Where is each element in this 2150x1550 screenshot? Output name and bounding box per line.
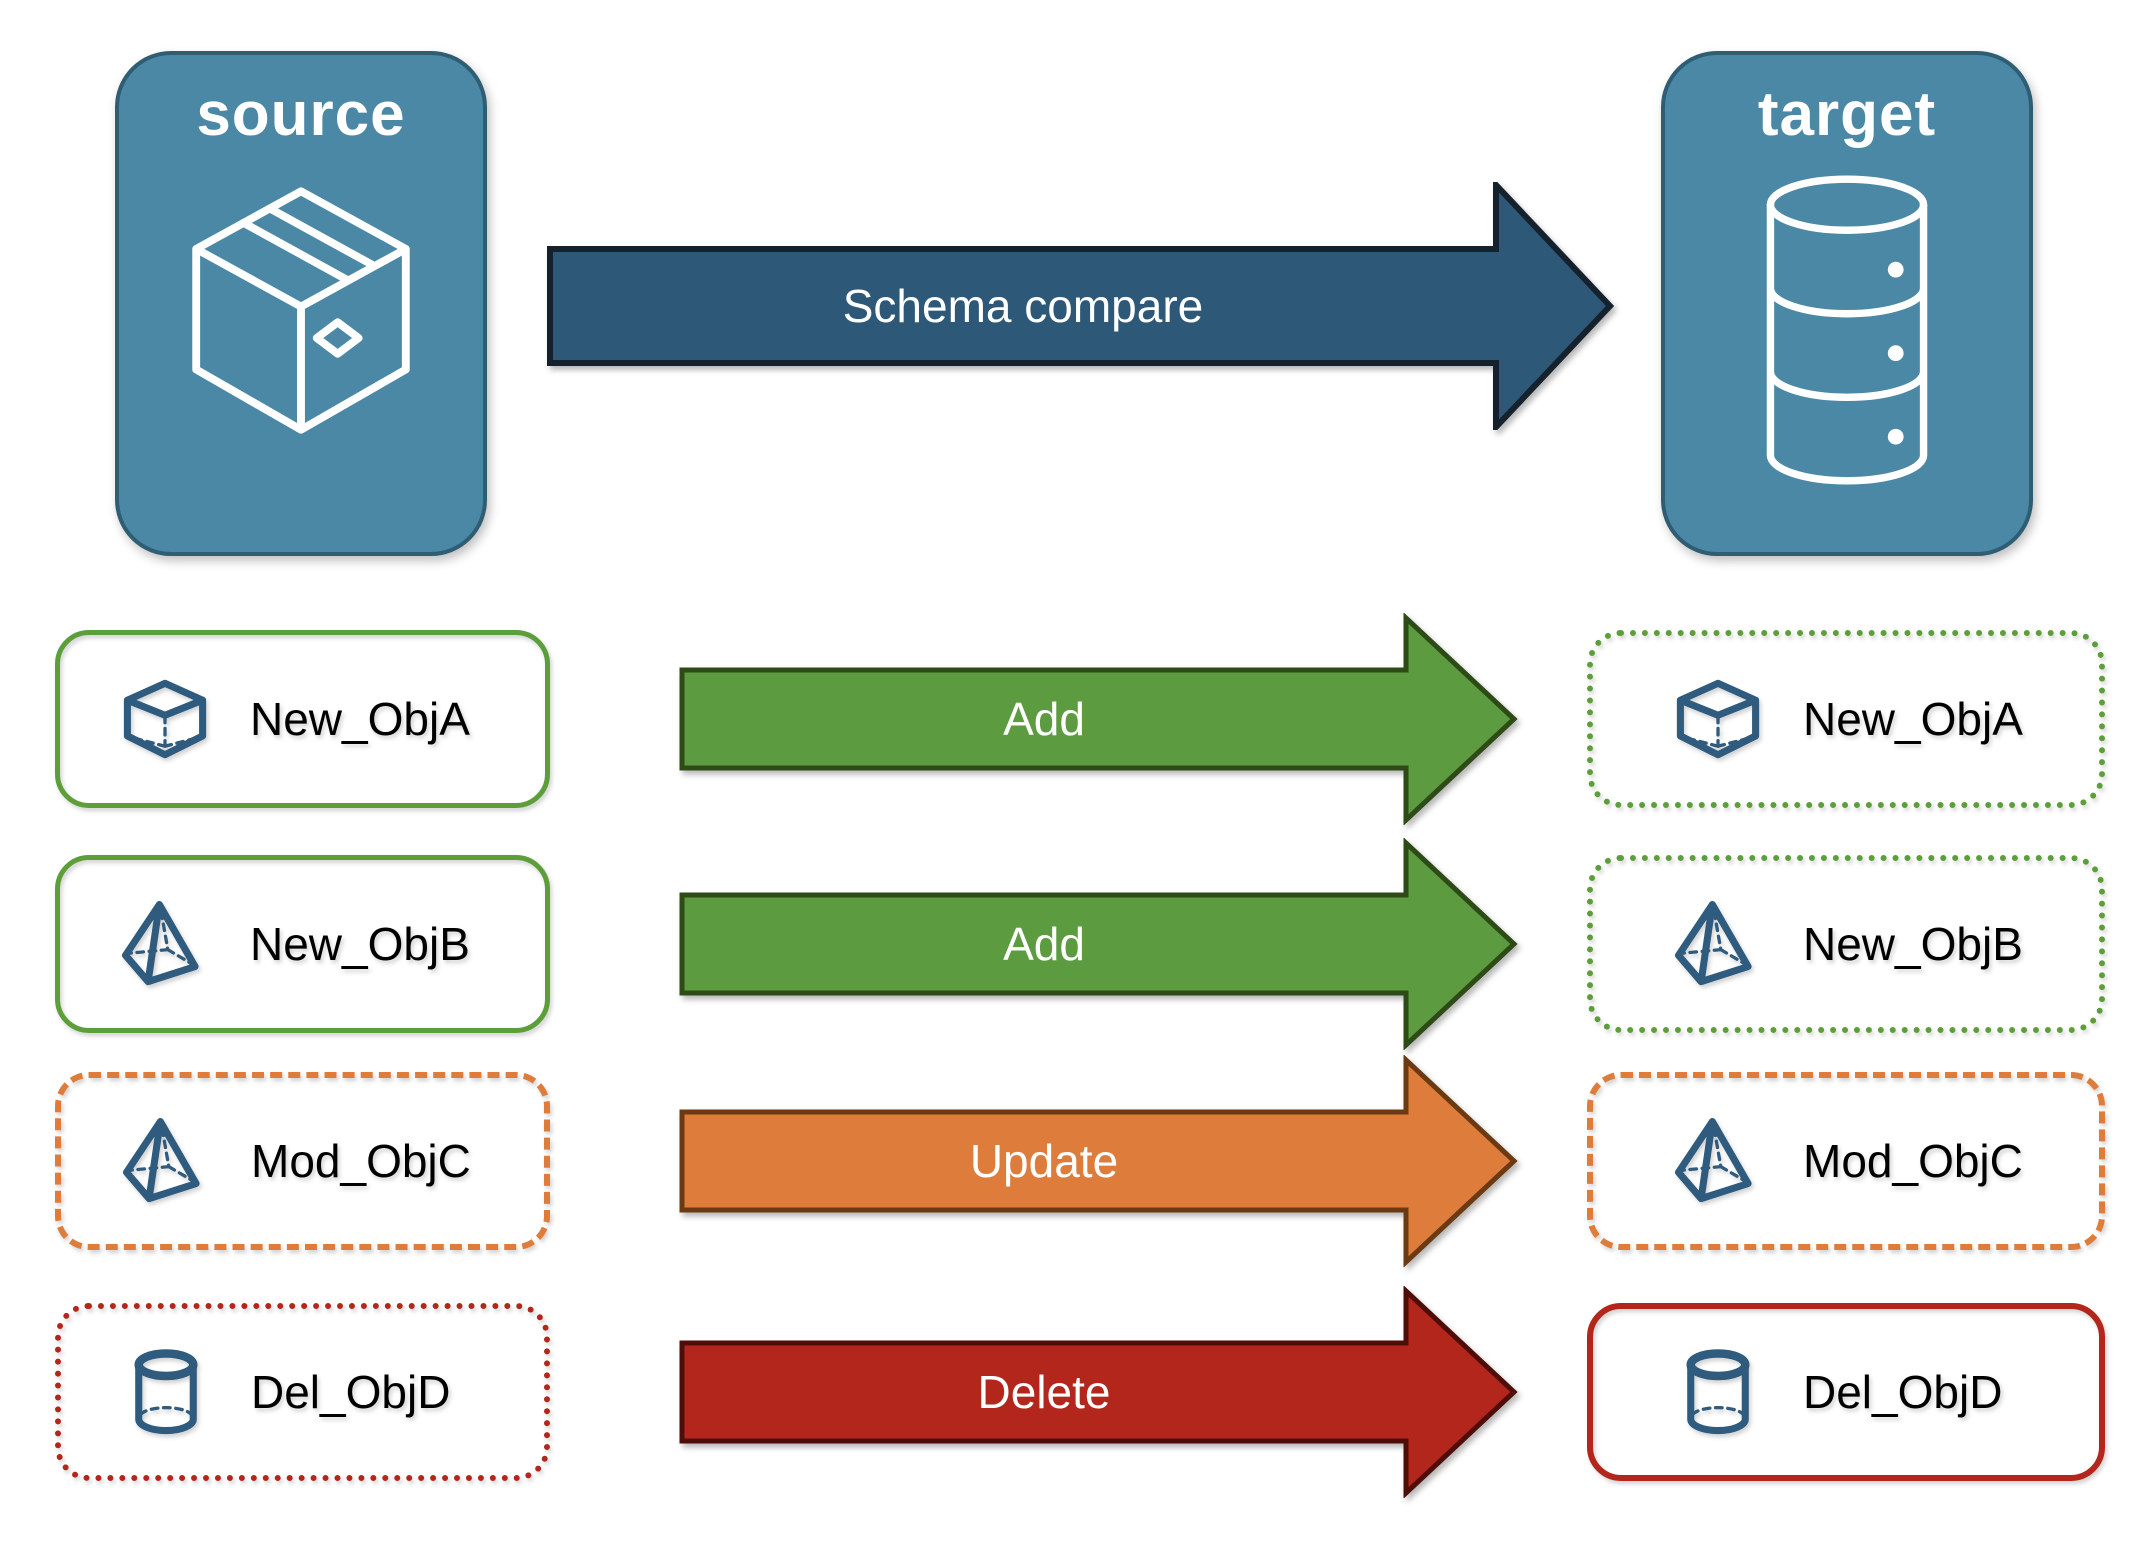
add-arrow: Add [679, 613, 1518, 825]
target-node-title: target [1757, 80, 1937, 149]
source-node: source [115, 51, 487, 556]
pyramid-icon [118, 897, 212, 991]
add-arrow-label: Add [1003, 918, 1085, 970]
add-arrow-label: Add [1003, 693, 1085, 745]
target-node: target [1661, 51, 2033, 556]
source-object-box: Del_ObjD [55, 1303, 550, 1481]
target-object-box: New_ObjA [1587, 630, 2105, 808]
cube-icon [1671, 672, 1765, 766]
object-label: New_ObjB [250, 918, 470, 970]
object-label: New_ObjA [1803, 693, 2023, 745]
package-icon [192, 187, 410, 434]
object-label: New_ObjA [250, 693, 470, 745]
pyramid-icon [119, 1114, 213, 1208]
database-icon [1766, 175, 1928, 485]
pyramid-icon [1671, 897, 1765, 991]
pyramid-icon [1671, 1114, 1765, 1208]
target-object-box: Mod_ObjC [1587, 1072, 2105, 1250]
add-arrow: Add [679, 838, 1518, 1050]
object-label: Mod_ObjC [251, 1135, 471, 1187]
cylinder-icon [1671, 1345, 1765, 1439]
source-object-box: Mod_ObjC [55, 1072, 550, 1250]
delete-arrow: Delete [679, 1286, 1518, 1498]
schema-compare-label: Schema compare [843, 280, 1204, 332]
schema-compare-arrow: Schema compare [547, 182, 1615, 430]
target-object-box: Del_ObjD [1587, 1303, 2105, 1481]
update-arrow: Update [679, 1055, 1518, 1267]
source-node-title: source [196, 80, 406, 149]
object-label: Del_ObjD [1803, 1366, 2003, 1418]
object-label: Mod_ObjC [1803, 1135, 2023, 1187]
cube-icon [118, 672, 212, 766]
target-object-box: New_ObjB [1587, 855, 2105, 1033]
cylinder-icon [119, 1345, 213, 1439]
delete-arrow-label: Delete [978, 1366, 1111, 1418]
update-arrow-label: Update [970, 1135, 1118, 1187]
object-label: Del_ObjD [251, 1366, 451, 1418]
source-object-box: New_ObjA [55, 630, 550, 808]
object-label: New_ObjB [1803, 918, 2023, 970]
source-object-box: New_ObjB [55, 855, 550, 1033]
